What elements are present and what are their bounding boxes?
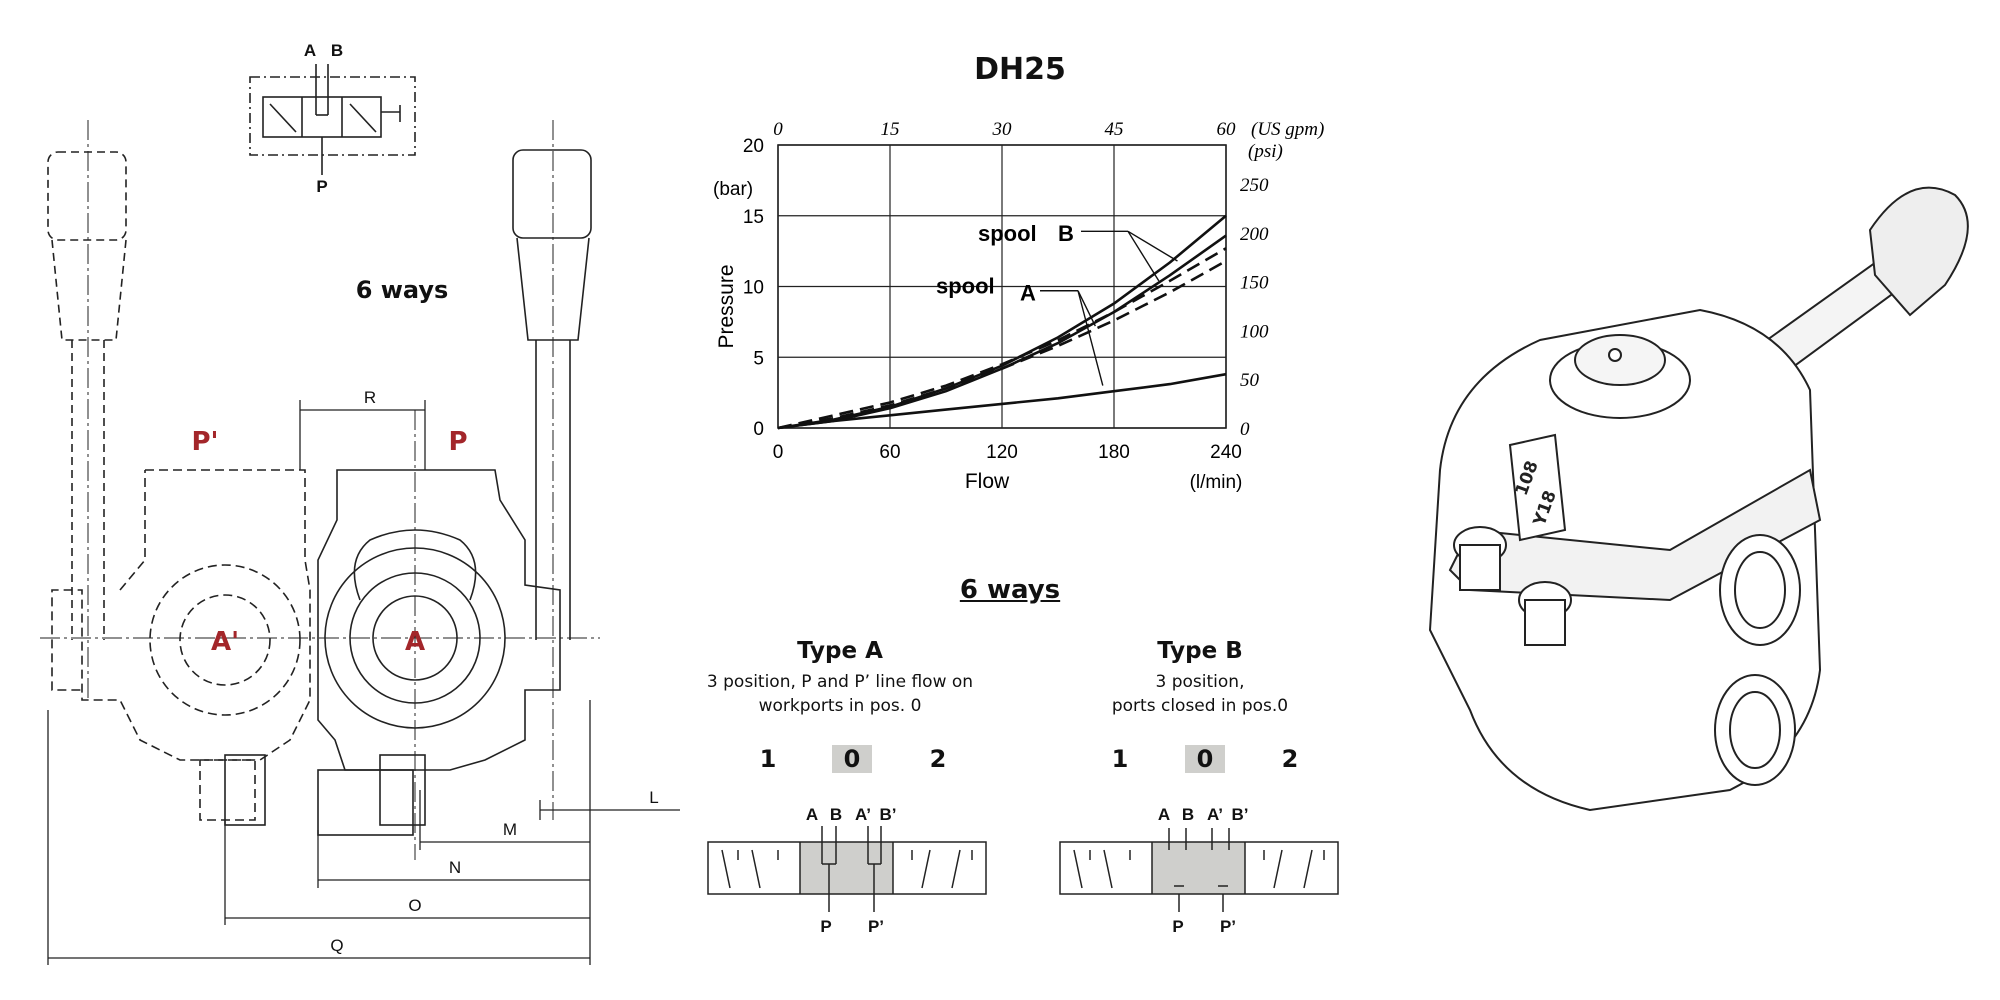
right-axis-unit: (psi) xyxy=(1248,141,1283,162)
type-a-port-b: B xyxy=(830,805,842,824)
valve-body xyxy=(224,469,561,836)
series-line-b-0 xyxy=(777,214,1227,430)
symbol-port-p: P xyxy=(316,177,327,196)
dim-o: O xyxy=(408,896,421,915)
type-b-desc-line1: 3 position, xyxy=(1155,672,1245,692)
dim-l: L xyxy=(649,788,658,807)
type-a-block: Type A 3 position, P and P’ line flow on… xyxy=(690,638,990,718)
right-tick-label: 0 xyxy=(1240,419,1250,440)
top-tick-label: 15 xyxy=(881,119,900,140)
type-b-position-2: 2 xyxy=(1281,745,1299,773)
leader-a-2 xyxy=(1077,290,1104,386)
annotation-spool-b-series: B xyxy=(1058,221,1074,246)
type-b-block: Type B 3 position, ports closed in pos.0 xyxy=(1050,638,1350,718)
type-a-desc-line2: workports in pos. 0 xyxy=(758,696,922,716)
type-b-title: Type B xyxy=(1157,638,1243,664)
type-b-desc-line2: ports closed in pos.0 xyxy=(1111,696,1289,716)
section-title: 6 ways xyxy=(959,575,1061,605)
port-p: P xyxy=(448,427,467,457)
handle-position-dashed xyxy=(47,151,127,640)
y-tick-label: 10 xyxy=(743,278,764,299)
type-b-position-0: 0 xyxy=(1185,745,1225,773)
y-axis-unit: (bar) xyxy=(713,179,753,200)
symbol-port-b: B xyxy=(331,41,343,60)
leader-a-1 xyxy=(1077,290,1096,327)
type-b-port-a-prime: A’ xyxy=(1207,805,1223,824)
series-line-a-3 xyxy=(777,259,1227,430)
y-tick-label: 5 xyxy=(753,348,764,369)
type-a-title: Type A xyxy=(797,638,883,664)
leader-b-2 xyxy=(1127,230,1160,282)
port-p-prime: P' xyxy=(191,427,218,457)
valve-technical-drawing: A B P 6 ways P' P A' A R L M N O Q xyxy=(40,41,680,965)
type-b-spool-symbol: A B A’ B’ P P’ xyxy=(1059,805,1339,936)
type-b-port-a: A xyxy=(1158,805,1170,824)
dim-r: R xyxy=(364,388,376,407)
type-a-spool-symbol: A B A’ B’ P P’ xyxy=(707,805,987,936)
type-a-position-2: 2 xyxy=(929,745,947,773)
right-tick-label: 150 xyxy=(1240,273,1269,294)
type-a-desc-line1: 3 position, P and P’ line flow on xyxy=(706,672,974,692)
type-b-port-p: P xyxy=(1172,917,1183,936)
dim-q: Q xyxy=(330,936,343,955)
annotation-spool-b: spool xyxy=(978,221,1037,246)
type-a-port-p-prime: P’ xyxy=(868,917,884,936)
type-a-port-a: A xyxy=(806,805,818,824)
x-tick-label: 180 xyxy=(1098,442,1130,463)
y-axis-label: Pressure xyxy=(715,264,738,348)
type-b-port-p-prime: P’ xyxy=(1220,917,1236,936)
type-b-position-1: 1 xyxy=(1111,745,1129,773)
series-line-a-4 xyxy=(777,372,1227,430)
annotation-spool-a-series: A xyxy=(1020,281,1036,306)
leader-b-1 xyxy=(1127,230,1178,262)
right-tick-label: 50 xyxy=(1240,370,1260,391)
lever-grip xyxy=(1868,186,1969,317)
type-b-port-b: B xyxy=(1182,805,1194,824)
type-a-position-1: 1 xyxy=(759,745,777,773)
top-tick-label: 30 xyxy=(992,119,1013,140)
dim-m: M xyxy=(503,820,517,839)
top-tick-label: 0 xyxy=(773,119,783,140)
right-tick-label: 200 xyxy=(1240,224,1269,245)
top-tick-label: 60 xyxy=(1217,119,1237,140)
x-axis-unit: (l/min) xyxy=(1190,472,1243,493)
x-axis-label: Flow xyxy=(965,470,1010,493)
top-tick-label: 45 xyxy=(1105,119,1124,140)
port-a-prime: A' xyxy=(211,627,239,657)
plot-frame xyxy=(777,144,1227,429)
valve-body-hidden xyxy=(51,469,311,821)
x-tick-label: 60 xyxy=(879,442,900,463)
type-a-position-0: 0 xyxy=(832,745,872,773)
y-tick-label: 20 xyxy=(743,136,764,157)
handle-position-solid xyxy=(512,149,592,640)
right-tick-label: 100 xyxy=(1240,321,1269,342)
annotation-spool-a: spool xyxy=(936,274,995,299)
dim-n: N xyxy=(449,858,461,877)
dimension-lines xyxy=(47,400,680,965)
y-tick-label: 15 xyxy=(743,207,764,228)
series-line-b-2 xyxy=(777,247,1227,430)
type-a-port-p: P xyxy=(820,917,831,936)
type-a-port-a-prime: A’ xyxy=(855,805,871,824)
ways-label: 6 ways xyxy=(356,276,449,304)
chart-title: DH25 xyxy=(974,52,1066,87)
right-tick-label: 250 xyxy=(1240,175,1269,196)
symbol-port-a: A xyxy=(304,41,316,60)
type-a-port-b-prime: B’ xyxy=(880,805,897,824)
x-tick-label: 0 xyxy=(773,442,784,463)
y-tick-label: 0 xyxy=(753,419,764,440)
x-tick-label: 120 xyxy=(986,442,1018,463)
valve-symbol xyxy=(249,64,416,175)
type-b-port-b-prime: B’ xyxy=(1232,805,1249,824)
port-a: A xyxy=(405,627,425,657)
x-tick-label: 240 xyxy=(1210,442,1242,463)
top-axis-unit: (US gpm) xyxy=(1251,119,1324,140)
valve-isometric-view: 108 Y18 xyxy=(1428,186,1969,812)
